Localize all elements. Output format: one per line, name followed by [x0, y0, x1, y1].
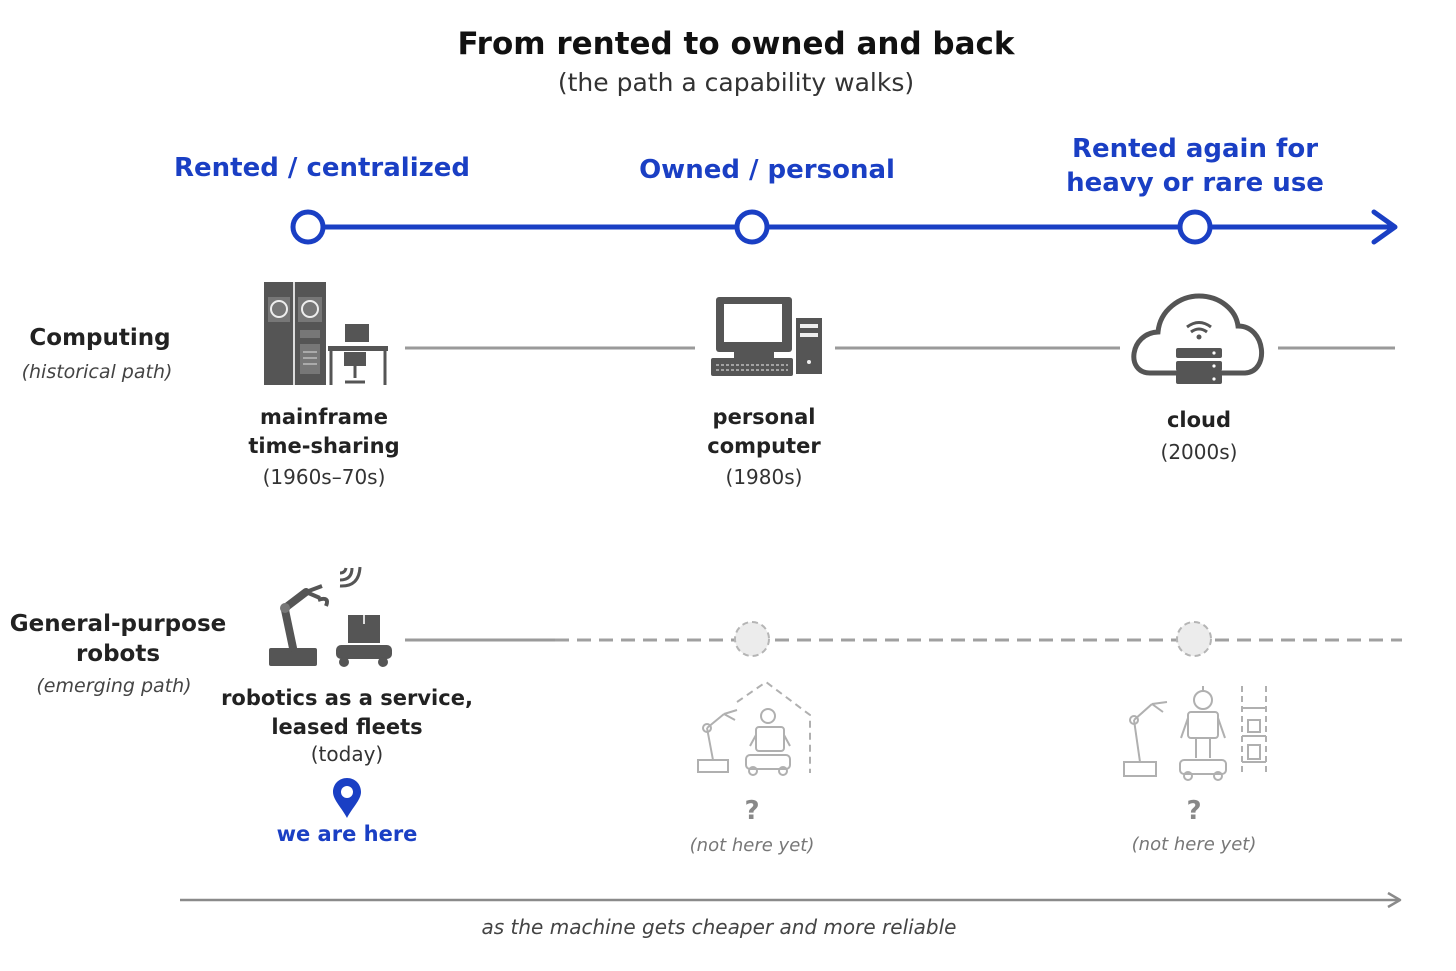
future-node-2: [1176, 621, 1212, 657]
unknown-mark: ?: [744, 796, 760, 826]
row-title-computing: Computing: [29, 325, 171, 351]
not-here-yet-note: (not here yet): [689, 835, 815, 856]
cloud-server-icon: [1131, 293, 1264, 384]
phase-timeline: [290, 209, 1398, 245]
row-title-line: robots: [75, 641, 161, 667]
diagram-title: From rented to owned and back: [457, 26, 1015, 62]
row-subtitle-robots: (emerging path): [36, 675, 192, 697]
stage-name-line: robotics as a service,: [221, 686, 473, 710]
location-pin-icon: [333, 778, 361, 818]
mainframe-icon: [264, 282, 388, 385]
timeline-node-2: [1177, 209, 1213, 245]
stage-name-mainframe: mainframe time-sharing: [248, 403, 399, 461]
we-are-here-label: we are here: [276, 822, 418, 846]
timeline-node-1: [734, 209, 770, 245]
bottom-axis: [180, 891, 1402, 909]
timeline-node-0: [290, 209, 326, 245]
unknown-mark: ?: [1186, 796, 1202, 826]
phase-label-line: Rented again for: [1071, 134, 1319, 164]
robot-connectors: [405, 621, 1402, 657]
row-subtitle-computing: (historical path): [21, 361, 173, 383]
stage-name-line: leased fleets: [271, 715, 423, 739]
future-node-1: [734, 621, 770, 657]
timeline-arrowhead: [1371, 209, 1398, 245]
phase-label-rented: Rented / centralized: [174, 153, 470, 183]
phase-label-owned: Owned / personal: [639, 155, 895, 185]
row-title-robots: General-purpose robots: [10, 609, 226, 669]
stage-period-cloud: (2000s): [1160, 440, 1238, 464]
stage-name-personal-computer: personal computer: [707, 403, 820, 461]
phase-label-line: heavy or rare use: [1066, 168, 1324, 198]
stage-name-cloud: cloud: [1166, 408, 1232, 432]
stage-name-line: personal: [712, 405, 816, 429]
diagram-subtitle: (the path a capability walks): [557, 68, 915, 97]
stage-period-mainframe: (1960s–70s): [262, 465, 386, 489]
home-robots-icon: [697, 680, 811, 776]
desktop-computer-icon: [711, 297, 822, 376]
axis-arrowhead: [1387, 891, 1402, 909]
stage-period-robotics-service: (today): [310, 742, 384, 766]
phase-label-rented-again: Rented again for heavy or rare use: [1066, 132, 1324, 200]
robot-arm-fleet-icon: [269, 566, 392, 667]
stage-name-robotics-service: robotics as a service, leased fleets: [221, 684, 473, 742]
robots-warehouse-icon: [1123, 686, 1267, 781]
stage-period-personal-computer: (1980s): [725, 465, 803, 489]
not-here-yet-note: (not here yet): [1131, 834, 1257, 855]
axis-label: as the machine gets cheaper and more rel…: [481, 915, 957, 939]
stage-name-line: computer: [707, 434, 821, 458]
stage-name-line: time-sharing: [248, 434, 400, 458]
stage-name-line: mainframe: [260, 405, 388, 429]
row-title-line: General-purpose: [9, 611, 227, 637]
